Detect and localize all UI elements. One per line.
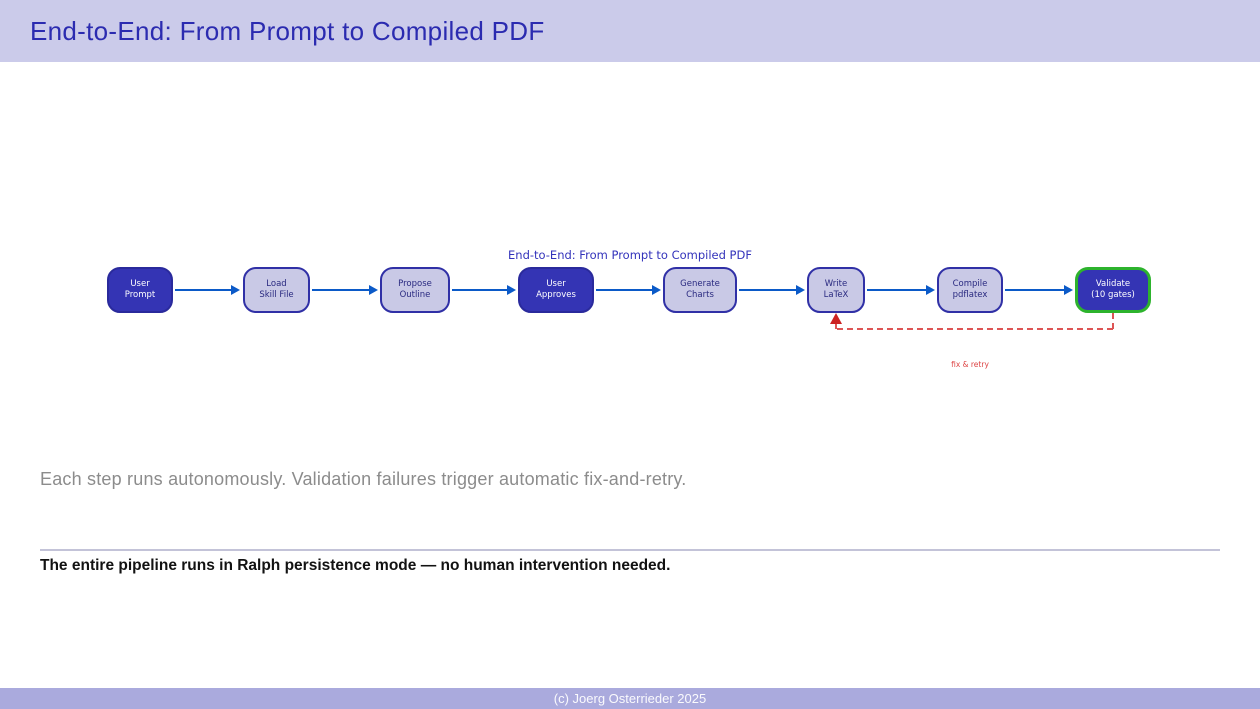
emphasis-text: The entire pipeline runs in Ralph persis… [40,557,671,574]
feedback-dashed-line [837,328,1113,330]
node-validate: Validate (10 gates) [1075,267,1151,313]
node-label: Compile [952,279,988,289]
node-generate-charts: Generate Charts [663,267,737,313]
flow-arrow-icon [452,285,516,295]
node-label: Generate [680,279,720,289]
flow-arrow-icon [596,285,661,295]
node-label: Outline [399,290,431,300]
slide-title: End-to-End: From Prompt to Compiled PDF [30,15,545,46]
node-label: Approves [536,290,576,300]
feedback-arrow-up-icon [830,313,842,324]
slide-header: End-to-End: From Prompt to Compiled PDF [0,0,1260,62]
node-user-approves: User Approves [518,267,594,313]
node-user-prompt: User Prompt [107,267,173,313]
divider-line [40,549,1220,551]
flow-arrow-icon [175,285,240,295]
node-load-skill-file: Load Skill File [243,267,310,313]
node-label: Charts [686,290,714,300]
node-label: Propose [398,279,432,289]
flow-arrow-icon [739,285,805,295]
flow-arrow-icon [1005,285,1073,295]
body-text: Each step runs autonomously. Validation … [40,469,687,489]
feedback-dashed-line [1112,313,1114,329]
flow-arrow-icon [867,285,935,295]
node-propose-outline: Propose Outline [380,267,450,313]
diagram-title: End-to-End: From Prompt to Compiled PDF [508,248,752,262]
node-label: Skill File [259,290,294,300]
node-label: Prompt [124,290,156,300]
node-label: Load [266,279,287,289]
node-label: Validate [1095,279,1131,289]
footer-copyright: (c) Joerg Osterrieder 2025 [553,691,707,706]
node-label: User [130,279,150,289]
node-label: Write [824,279,848,289]
node-compile-pdflatex: Compile pdflatex [937,267,1003,313]
feedback-label: fix & retry [951,360,989,369]
slide-footer: (c) Joerg Osterrieder 2025 [0,688,1260,709]
feedback-dashed-line [835,323,837,329]
node-label: pdflatex [952,290,988,300]
node-label: LaTeX [823,290,849,300]
node-write-latex: Write LaTeX [807,267,865,313]
node-label: (10 gates) [1091,290,1135,300]
node-label: User [546,279,566,289]
flow-arrow-icon [312,285,378,295]
